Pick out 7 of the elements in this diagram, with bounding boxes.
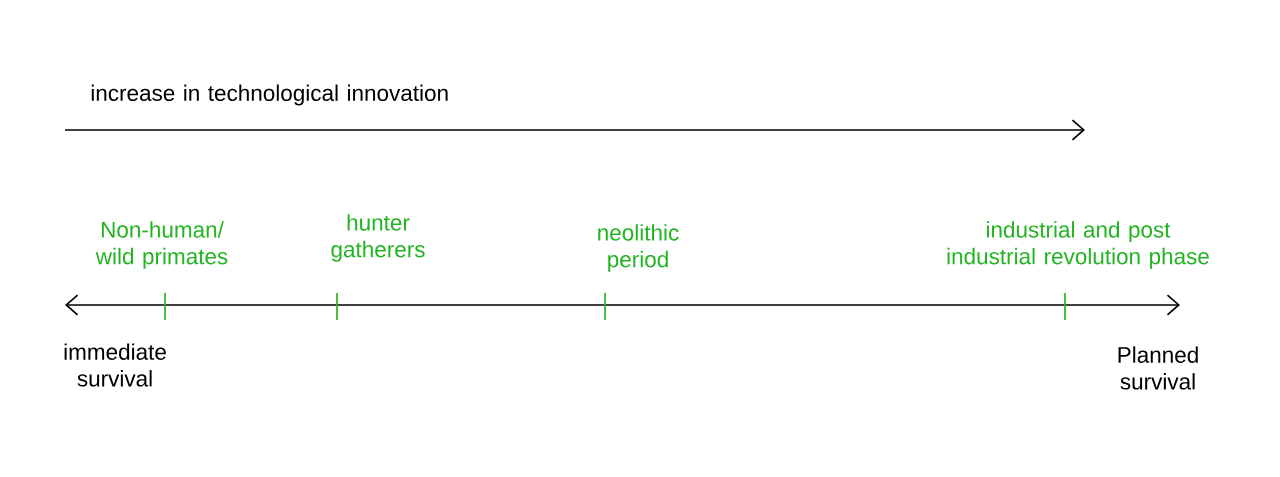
end-label: Planned survival bbox=[1118, 346, 1198, 390]
stage-label: neolithic period bbox=[598, 224, 679, 272]
stage-label: industrial and post industrial revolution phase bbox=[947, 221, 1209, 269]
heading-text: increase in technological innovation bbox=[91, 84, 448, 106]
end-label: immediate survival bbox=[64, 343, 166, 387]
stage-label: hunter gatherers bbox=[331, 214, 425, 262]
stage-label: Non-human/ wild primates bbox=[95, 221, 228, 269]
